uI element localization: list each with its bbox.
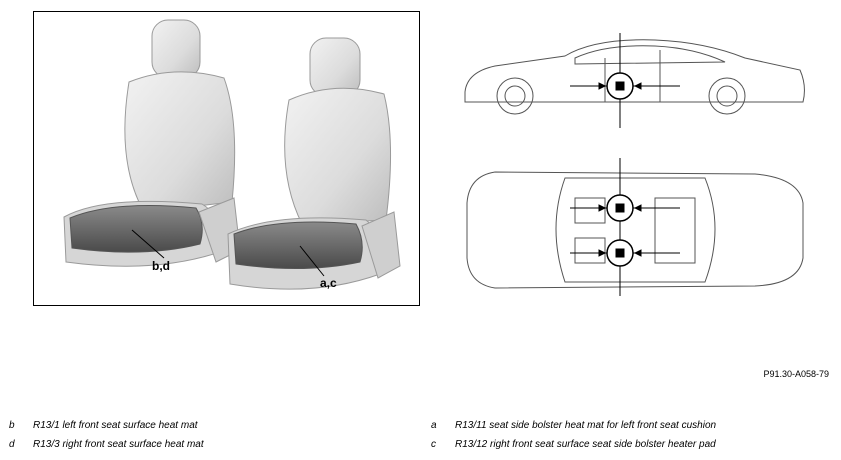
legend-text: R13/11 seat side bolster heat mat for le… — [455, 420, 717, 431]
right-headrest — [309, 37, 361, 97]
legend-key: a — [431, 420, 437, 431]
right-seat-heat-mat — [233, 221, 363, 270]
side-view-front-wheel — [496, 77, 534, 115]
top-view-rear-bench — [654, 197, 696, 264]
legend-key: b — [9, 420, 15, 431]
figure-id: P91.30-A058-79 — [763, 369, 829, 379]
side-view-location-marker — [570, 33, 680, 128]
left-seat-callout-label: b,d — [152, 259, 170, 273]
right-seat-rail — [361, 211, 401, 279]
side-view-front-rim — [504, 85, 526, 107]
vehicle-drawings — [464, 33, 805, 296]
top-view-right-seat — [574, 237, 606, 264]
side-view-windows — [574, 45, 726, 65]
top-view-cabin — [555, 177, 716, 283]
right-seat-callout-label: a,c — [320, 276, 337, 290]
left-callout-line — [131, 229, 165, 259]
seat-illustration-frame: b,d a,c — [33, 11, 420, 306]
legend-key: c — [431, 439, 436, 450]
left-seat-heat-mat — [69, 205, 203, 253]
side-view-rear-rim — [716, 85, 738, 107]
right-seat — [227, 37, 401, 290]
legend-text: R13/12 right front seat surface seat sid… — [455, 439, 716, 450]
left-backrest — [124, 71, 236, 213]
top-view-right-seat-marker — [570, 239, 680, 267]
legend-key: d — [9, 439, 15, 450]
side-view-body — [464, 39, 805, 103]
top-view-left-seat-marker — [570, 158, 680, 296]
vehicle-location-diagram — [455, 28, 815, 303]
right-backrest — [284, 87, 392, 225]
top-view-body — [466, 171, 804, 289]
seats-drawing — [63, 19, 401, 290]
legend-text: R13/3 right front seat surface heat mat — [33, 439, 204, 450]
side-view-rear-wheel — [708, 77, 746, 115]
left-headrest — [151, 19, 201, 79]
vehicle-side-view — [464, 39, 805, 115]
left-seat — [63, 19, 241, 267]
legend-text: R13/1 left front seat surface heat mat — [33, 420, 198, 431]
vehicle-top-view — [466, 171, 804, 289]
top-view-left-seat — [574, 197, 606, 224]
right-callout-line — [299, 245, 325, 277]
